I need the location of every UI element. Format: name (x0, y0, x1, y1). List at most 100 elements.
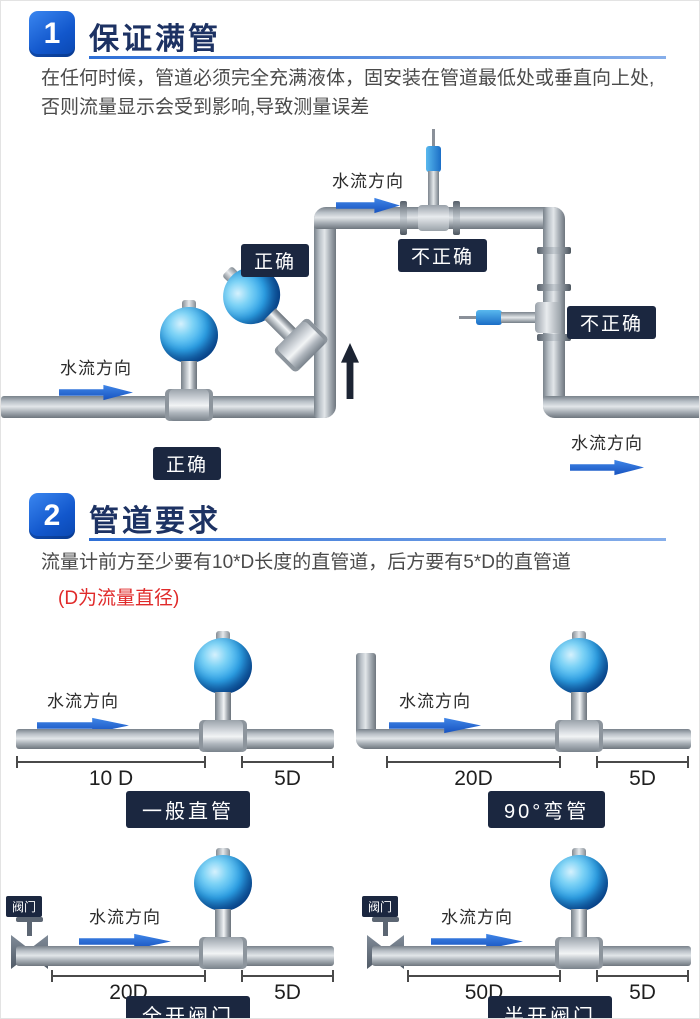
meter-cap-icon (216, 631, 230, 641)
flow-direction-label: 水流方向 (571, 434, 643, 453)
d1-dim-upstream: 10 D (16, 756, 206, 791)
pipe-bottom-right (543, 396, 699, 418)
d1-dim-downstream: 5D (241, 756, 334, 791)
d2-pipe (356, 729, 691, 749)
pipe-riser (314, 207, 336, 418)
d2-dim-upstream: 20D (386, 756, 561, 791)
meter-cap-icon (182, 300, 196, 310)
section1-title: 保证满管 (89, 23, 221, 56)
section1-description: 在任何时候，管道必须完全充满液体，固安装在管道最低处或垂直向上处,否则流量显示会… (41, 68, 655, 118)
dimension-line (16, 756, 206, 768)
flow-direction-left: 水流方向 (59, 354, 133, 401)
meter-tee-icon (555, 937, 603, 969)
d2-dim-downstream: 5D (596, 756, 689, 791)
d4-flow-meter (546, 848, 612, 970)
sensor-rod-icon (428, 171, 439, 207)
meter-head-icon (194, 638, 252, 694)
flow-arrow-icon (570, 459, 644, 476)
meter-neck-icon (181, 361, 197, 391)
pipe-flange (537, 247, 571, 254)
sensor-head-icon (476, 310, 502, 325)
meter-cap-icon (572, 631, 586, 641)
sensor-needle-icon (432, 129, 435, 149)
flow-direction-top: 水流方向 (332, 167, 404, 214)
d1-flow-direction: 水流方向 (37, 687, 129, 734)
section1-underline (89, 56, 666, 59)
meter-neck-icon (571, 692, 587, 722)
label-incorrect-side: 不正确 (567, 306, 657, 339)
d4-valve-label: 阀门 (362, 896, 399, 917)
section2-title: 管道要求 (89, 505, 221, 538)
d4-caption: 半开阀门 (488, 996, 612, 1018)
dimension-label: 5D (629, 981, 656, 1004)
sensor-needle-icon (459, 316, 479, 319)
meter-neck-icon (571, 909, 587, 939)
pipe-flange (400, 201, 407, 235)
sensor-tee-icon (535, 302, 561, 333)
flow-arrow-icon (336, 197, 400, 214)
meter-head-icon (550, 855, 608, 911)
d1-caption: 一般直管 (126, 791, 250, 828)
dimension-line (386, 756, 561, 768)
d3-dim-downstream: 5D (241, 970, 334, 1005)
d3-valve-label: 阀门 (6, 896, 43, 917)
flow-direction-label: 水流方向 (47, 692, 119, 711)
valve-handle-icon (16, 917, 43, 922)
flow-direction-label: 水流方向 (399, 692, 471, 711)
valve-handle-icon (372, 917, 399, 922)
dimension-line (241, 756, 334, 768)
d2-pipe-vertical (356, 653, 376, 749)
d2-flow-direction: 水流方向 (389, 687, 481, 734)
flow-arrow-icon (59, 384, 133, 401)
d1-flow-meter (190, 631, 256, 753)
pipe-flange (453, 201, 460, 235)
flow-direction-label: 水流方向 (89, 908, 161, 927)
section2-underline (89, 538, 666, 541)
dimension-line (596, 970, 689, 982)
pipe-flange (537, 284, 571, 291)
label-correct-angled: 正确 (241, 244, 310, 277)
dimension-label: 5D (629, 767, 656, 790)
flow-direction-bottom: 水流方向 (570, 429, 644, 476)
section2-number-badge: 2 (29, 493, 75, 539)
valve-stem-icon (27, 922, 32, 936)
meter-tee-icon (555, 720, 603, 752)
flow-direction-label: 水流方向 (60, 359, 132, 378)
meter-head-icon (160, 307, 218, 363)
d2-flow-meter (546, 631, 612, 753)
dimension-line (407, 970, 561, 982)
up-arrow-icon (341, 343, 359, 399)
flow-arrow-icon (389, 717, 481, 734)
flow-meter-correct-bottom (156, 300, 222, 422)
dimension-label: 10 D (88, 767, 134, 790)
d3-flow-meter (190, 848, 256, 970)
dimension-label: 5D (274, 981, 301, 1004)
meter-tee-icon (199, 937, 247, 969)
meter-head-icon (194, 855, 252, 911)
d3-flow-direction: 水流方向 (79, 903, 171, 950)
d4-flow-direction: 水流方向 (431, 903, 523, 950)
section1-number-badge: 1 (29, 11, 75, 57)
meter-cap-icon (572, 848, 586, 858)
d4-dim-downstream: 5D (596, 970, 689, 1005)
dimension-line (241, 970, 334, 982)
dimension-line (51, 970, 206, 982)
d3-caption: 全开阀门 (126, 996, 250, 1018)
d1-pipe (16, 729, 334, 749)
meter-head-icon (550, 638, 608, 694)
meter-cap-icon (216, 848, 230, 858)
label-correct-bottom: 正确 (153, 447, 222, 480)
flow-direction-label: 水流方向 (332, 172, 404, 191)
section2-description: 流量计前方至少要有10*D长度的直管道，后方要有5*D的直管道 (41, 552, 571, 573)
dimension-label: 20D (454, 767, 493, 790)
meter-neck-icon (215, 692, 231, 722)
insertion-sensor-side-incorrect (459, 295, 561, 339)
insertion-sensor-top-incorrect (411, 129, 455, 231)
meter-tee-icon (165, 389, 213, 421)
section2-note: (D为流量直径) (58, 588, 180, 609)
valve-stem-icon (383, 922, 388, 936)
pipe-flange (537, 334, 571, 341)
meter-tee-icon (199, 720, 247, 752)
dimension-label: 5D (274, 767, 301, 790)
sensor-tee-icon (418, 205, 449, 231)
